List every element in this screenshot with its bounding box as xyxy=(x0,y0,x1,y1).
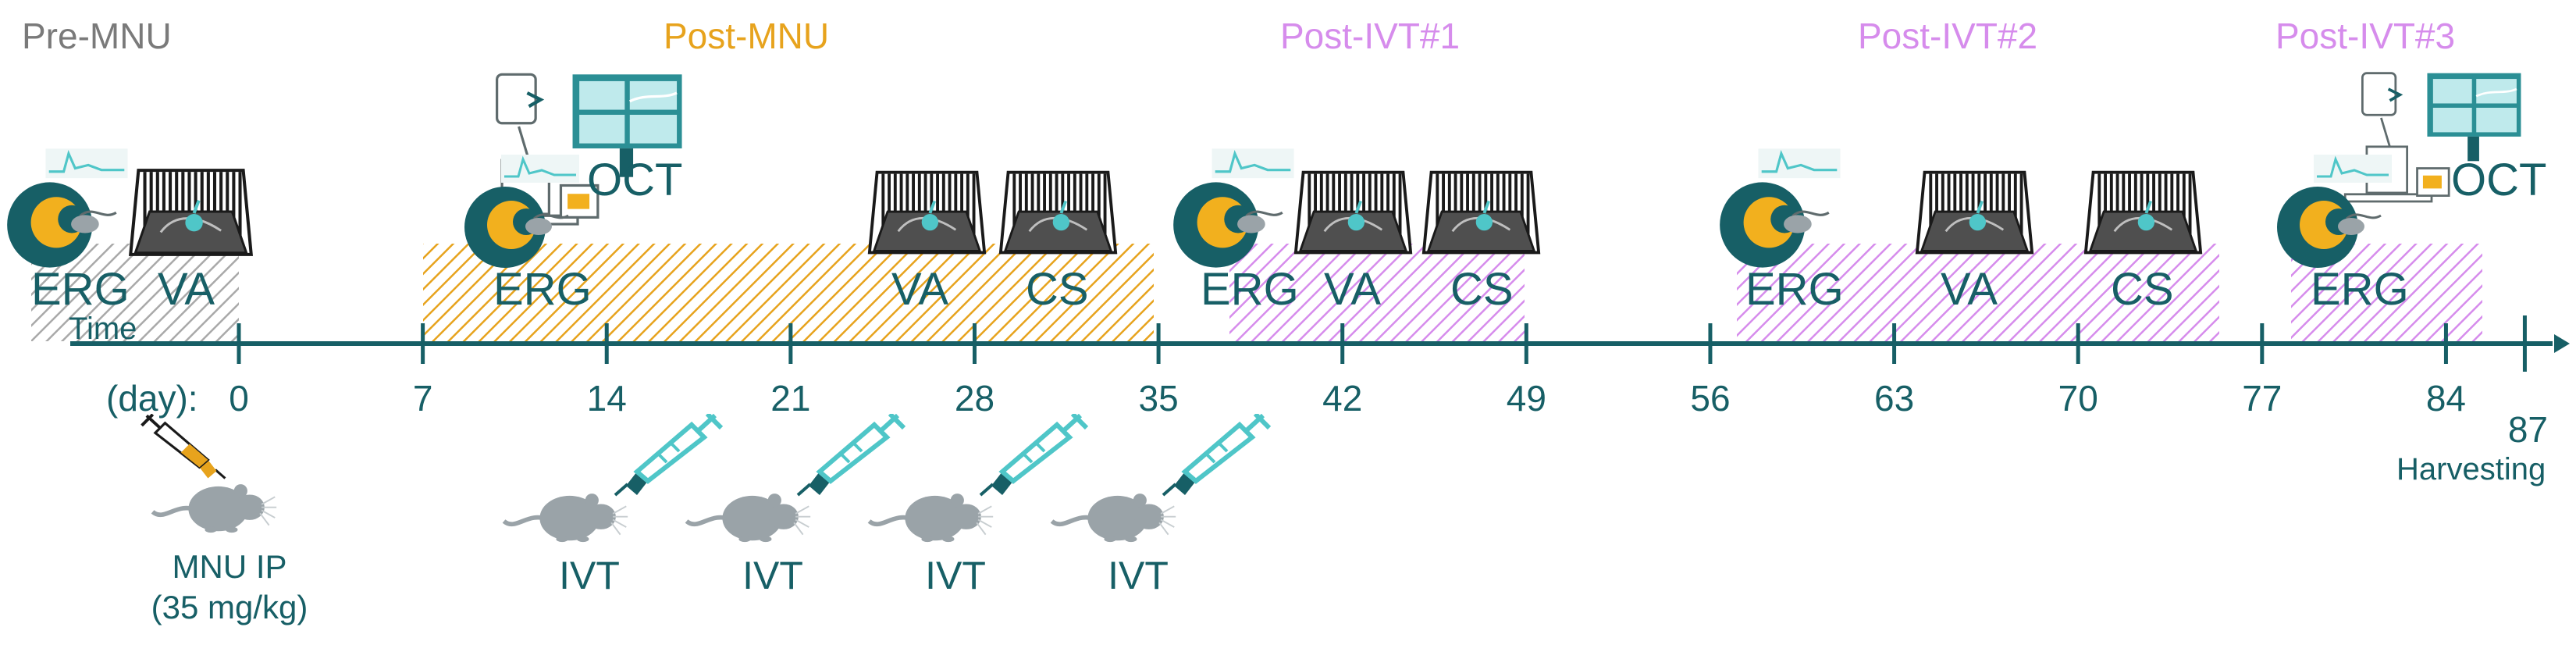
exam-label-cs: CS xyxy=(2111,264,2174,315)
exam-label-cs: CS xyxy=(1450,264,1514,315)
time-axis-arrowhead xyxy=(2554,334,2570,353)
ivt-injection-1: IVT xyxy=(504,414,721,597)
optomotor-drum-icon xyxy=(2086,173,2201,253)
optomotor-drum-icon xyxy=(1424,173,1539,253)
axis-tick-label: 14 xyxy=(587,378,627,419)
syringe-icon xyxy=(980,414,1087,495)
optomotor-drum-icon xyxy=(1296,173,1411,253)
exam-label-erg: ERG xyxy=(1745,264,1844,315)
syringe-icon xyxy=(1163,414,1269,495)
ivt-injection-2: IVT xyxy=(687,414,904,597)
axis-tick-label: 84 xyxy=(2426,378,2466,419)
axis-ticks: 0 7 14 21 28 35 42 49 56 63 70 77 84 87 xyxy=(229,315,2548,450)
exam-label-va: VA xyxy=(891,264,948,315)
mouse-icon xyxy=(1052,494,1176,542)
ivt-label: IVT xyxy=(559,554,620,597)
syringe-icon xyxy=(615,414,721,495)
phase-label-post-ivt3: Post-IVT#3 xyxy=(2275,16,2455,56)
ivt-label: IVT xyxy=(925,554,986,597)
axis-unit-label: (day): xyxy=(106,378,198,419)
exam-label-erg: ERG xyxy=(493,264,592,315)
axis-tick-label: 77 xyxy=(2242,378,2282,419)
syringe-icon xyxy=(141,414,226,480)
optomotor-drum-icon xyxy=(1001,173,1115,253)
syringe-icon xyxy=(798,414,904,495)
optomotor-drum-icon xyxy=(130,170,251,255)
exam-label-erg: ERG xyxy=(31,264,130,315)
window-post-ivt1 xyxy=(1229,244,1525,341)
exam-label-va: VA xyxy=(1941,264,1998,315)
axis-tick-label: 0 xyxy=(229,378,249,419)
exam-label-va: VA xyxy=(158,264,215,315)
phase-label-post-ivt1: Post-IVT#1 xyxy=(1280,16,1460,56)
optomotor-drum-icon xyxy=(1917,173,2032,253)
exam-labels: ERG VA OCT ERG VA CS ERG VA CS ERG VA CS… xyxy=(31,155,2546,315)
phase-label-post-ivt2: Post-IVT#2 xyxy=(1858,16,2037,56)
axis-tick-label: 21 xyxy=(770,378,810,419)
ivt-injection-4: IVT xyxy=(1052,414,1269,597)
exam-label-oct: OCT xyxy=(587,155,682,205)
window-post-mnu xyxy=(423,244,1154,341)
ivt-label: IVT xyxy=(1108,554,1169,597)
exam-label-cs: CS xyxy=(1026,264,1089,315)
ivt-label: IVT xyxy=(742,554,803,597)
axis-tick-label: 28 xyxy=(955,378,994,419)
mouse-icon xyxy=(504,494,628,542)
exam-label-oct: OCT xyxy=(2451,155,2546,205)
axis-tick-label: 87 xyxy=(2508,409,2548,450)
window-post-ivt2 xyxy=(1737,244,2219,341)
mnu-dose-label: (35 mg/kg) xyxy=(151,589,308,625)
mouse-icon xyxy=(153,484,277,533)
axis-tick-label: 49 xyxy=(1507,378,1546,419)
axis-tick-label: 56 xyxy=(1690,378,1730,419)
mnu-ip-label: MNU IP xyxy=(173,548,287,585)
optomotor-drum-icon xyxy=(870,173,984,253)
exam-label-erg: ERG xyxy=(2311,264,2409,315)
axis-tick-label: 42 xyxy=(1322,378,1362,419)
axis-tick-label: 70 xyxy=(2058,378,2098,419)
exam-label-erg: ERG xyxy=(1201,264,1299,315)
axis-tick-label: 63 xyxy=(1874,378,1914,419)
axis-tick-label: 35 xyxy=(1139,378,1179,419)
mouse-icon xyxy=(687,494,811,542)
axis-tick-label: 7 xyxy=(413,378,433,419)
exam-label-va: VA xyxy=(1324,264,1381,315)
axis-time-label: Time xyxy=(69,312,137,346)
mouse-icon xyxy=(870,494,994,542)
ivt-injection-3: IVT xyxy=(870,414,1087,597)
phase-label-post-mnu: Post-MNU xyxy=(664,16,829,56)
harvest-label: Harvesting xyxy=(2396,452,2546,486)
phase-label-pre-mnu: Pre-MNU xyxy=(22,16,172,56)
